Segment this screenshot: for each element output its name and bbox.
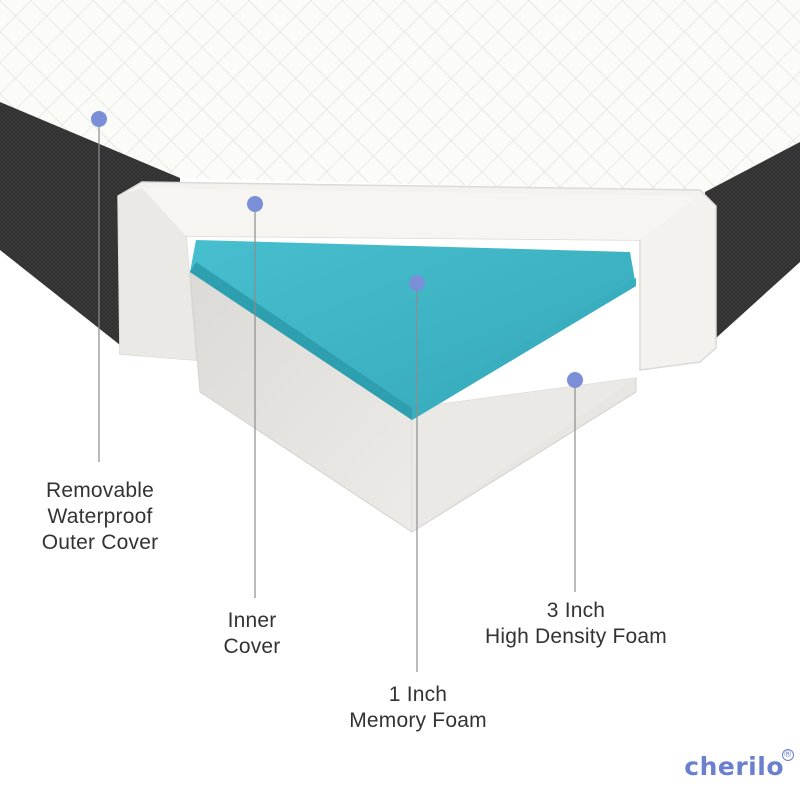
high-density-foam-block: [189, 271, 637, 533]
callout-text: 3 Inch: [546, 599, 606, 622]
callout-text: 1 Inch: [388, 683, 448, 706]
callout-label-inner-cover: Inner Cover: [192, 608, 312, 660]
callout-dot-high-density-foam: [567, 372, 583, 388]
callout-label-memory-foam: 1 Inch Memory Foam: [318, 682, 518, 734]
callout-text: High Density Foam: [485, 625, 667, 648]
callout-text: Cover: [223, 635, 281, 658]
callout-text: Memory Foam: [349, 709, 487, 732]
memory-foam-layer: [190, 240, 636, 420]
callout-lines: [98, 119, 576, 672]
callout-text: Waterproof: [47, 505, 153, 528]
callout-label-outer-cover: Removable Waterproof Outer Cover: [20, 478, 180, 556]
inner-cover: [117, 181, 717, 371]
callout-label-high-density-foam: 3 Inch High Density Foam: [462, 598, 690, 650]
callout-text: Outer Cover: [41, 531, 159, 554]
callout-dot-inner-cover: [247, 196, 263, 212]
registered-mark: ®: [782, 749, 794, 761]
callout-dot-outer-cover: [91, 111, 107, 127]
callout-text: Inner: [227, 609, 277, 632]
callout-dots: [91, 111, 583, 388]
brand-logo: cherilo ®: [684, 749, 794, 786]
brand-wordmark: cherilo: [684, 752, 784, 781]
callout-dot-memory-foam: [409, 275, 425, 291]
callout-text: Removable: [45, 479, 155, 502]
outer-cover-quilted-top: [0, 0, 800, 192]
